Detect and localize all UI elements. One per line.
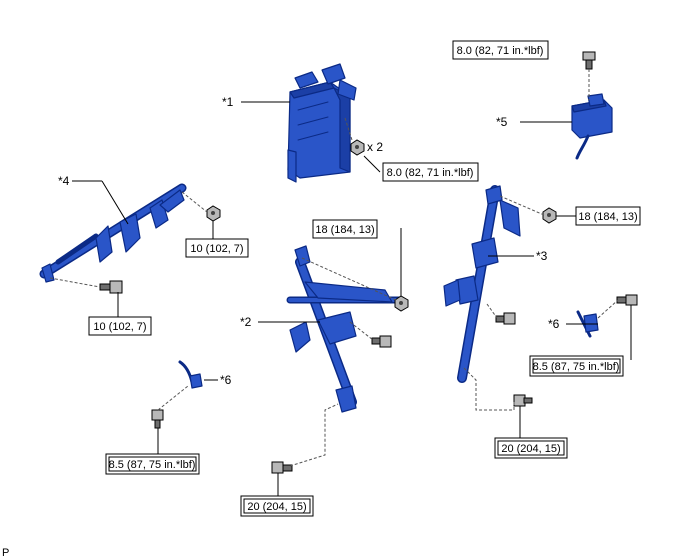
- svg-text:20 (204, 15): 20 (204, 15): [247, 501, 306, 513]
- bolt-left-ground: [151, 409, 164, 429]
- callout-6-left: *6: [220, 373, 232, 387]
- bracket-2: [286, 245, 404, 413]
- torque-label-right-nut: 18 (184, 13): [575, 206, 641, 226]
- callout-2: *2: [240, 315, 252, 329]
- callout-6-right: *6: [548, 317, 560, 331]
- callout-1: *1: [222, 95, 234, 109]
- svg-text:10 (102, 7): 10 (102, 7): [190, 243, 243, 255]
- bolt-left-lower: [99, 280, 123, 294]
- svg-text:20 (204, 15): 20 (204, 15): [501, 443, 560, 455]
- callout-3: *3: [536, 249, 548, 263]
- nut-ecu: [350, 139, 365, 156]
- nut-left-top: [206, 205, 221, 222]
- ecu-module: [287, 63, 357, 183]
- ground-wire-left: [178, 360, 203, 389]
- torque-label-center-nut: 18 (184, 13): [312, 219, 378, 239]
- bolt-center-mid: [371, 335, 392, 348]
- svg-text:10 (102, 7): 10 (102, 7): [93, 321, 146, 333]
- svg-text:18 (184, 13): 18 (184, 13): [578, 211, 637, 223]
- bracket-3: [443, 185, 521, 383]
- torque-label-left-bolt: 10 (102, 7): [88, 316, 152, 336]
- bolt-right-mid: [495, 312, 516, 325]
- torque-label-ecu: 8.0 (82, 71 in.*lbf): [382, 162, 479, 182]
- bolt-center-bottom: [271, 461, 293, 474]
- corner-mark: P: [2, 547, 9, 559]
- svg-text:8.0 (82, 71 in.*lbf): 8.0 (82, 71 in.*lbf): [387, 167, 474, 179]
- svg-text:8.5 (87, 75 in.*lbf): 8.5 (87, 75 in.*lbf): [109, 459, 196, 471]
- torque-label-right-ground: 8.5 (87, 75 in.*lbf): [529, 355, 624, 377]
- quantity-note: x 2: [367, 140, 383, 154]
- svg-text:18 (184, 13): 18 (184, 13): [315, 224, 374, 236]
- torque-label-left-nut: 10 (102, 7): [185, 238, 249, 258]
- svg-text:8.0 (82, 71 in.*lbf): 8.0 (82, 71 in.*lbf): [457, 45, 544, 57]
- bolt-right-bottom: [513, 394, 533, 407]
- nut-right-top: [542, 207, 557, 224]
- connector-part: [571, 93, 613, 160]
- bolt-top-connector: [582, 51, 596, 70]
- torque-label-center-bottom: 20 (204, 15): [240, 495, 314, 517]
- callout-4: *4: [58, 174, 70, 188]
- bolt-right-ground: [616, 294, 638, 306]
- nut-center: [394, 295, 409, 312]
- callout-5: *5: [496, 115, 508, 129]
- svg-text:8.5 (87, 75 in.*lbf): 8.5 (87, 75 in.*lbf): [533, 361, 620, 373]
- torque-label-top: 8.0 (82, 71 in.*lbf): [452, 40, 549, 60]
- torque-label-right-bottom: 20 (204, 15): [494, 437, 568, 459]
- bracket-4: [39, 183, 187, 283]
- torque-label-left-ground: 8.5 (87, 75 in.*lbf): [105, 453, 200, 475]
